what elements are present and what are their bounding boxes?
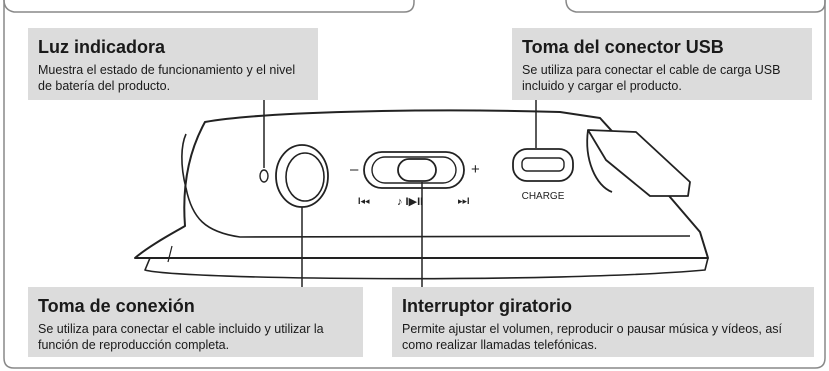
- callout-description: Se utiliza para conectar el cable de car…: [522, 63, 781, 93]
- callout-title: Toma de conexión: [38, 296, 195, 316]
- callout-usb-port: Toma del conector USB Se utiliza para co…: [512, 28, 812, 100]
- callout-description: Muestra el estado de funcionamiento y el…: [38, 63, 296, 93]
- callout-title: Toma del conector USB: [522, 37, 724, 57]
- callout-title: Interruptor giratorio: [402, 296, 572, 316]
- callout-indicator-light: Luz indicadora Muestra el estado de func…: [28, 28, 318, 100]
- usb-port: [512, 148, 574, 182]
- device-clip: [586, 129, 691, 197]
- frame-top-left: [3, 0, 415, 13]
- label-charge: CHARGE: [522, 191, 565, 202]
- label-prev: I◂◂: [358, 196, 370, 206]
- label-minus: –: [350, 161, 359, 178]
- callout-connection-jack: Toma de conexión Se utiliza para conecta…: [28, 287, 363, 357]
- rotary-switch: [363, 151, 465, 189]
- leader-lines: [263, 100, 537, 287]
- frame-top-right: [565, 0, 826, 13]
- outer-frame: [3, 0, 826, 369]
- callout-description: Se utiliza para conectar el cable inclui…: [38, 322, 324, 352]
- label-play-pause: ♪ I▶II: [397, 196, 423, 208]
- connection-jack: [275, 144, 329, 208]
- callout-rotary-switch: Interruptor giratorio Permite ajustar el…: [392, 287, 814, 357]
- callout-title: Luz indicadora: [38, 37, 166, 57]
- indicator-light: [259, 169, 269, 183]
- label-plus: +: [471, 161, 480, 178]
- label-next: ▸▸I: [458, 196, 470, 206]
- callout-description: Permite ajustar el volumen, reproducir o…: [402, 322, 783, 352]
